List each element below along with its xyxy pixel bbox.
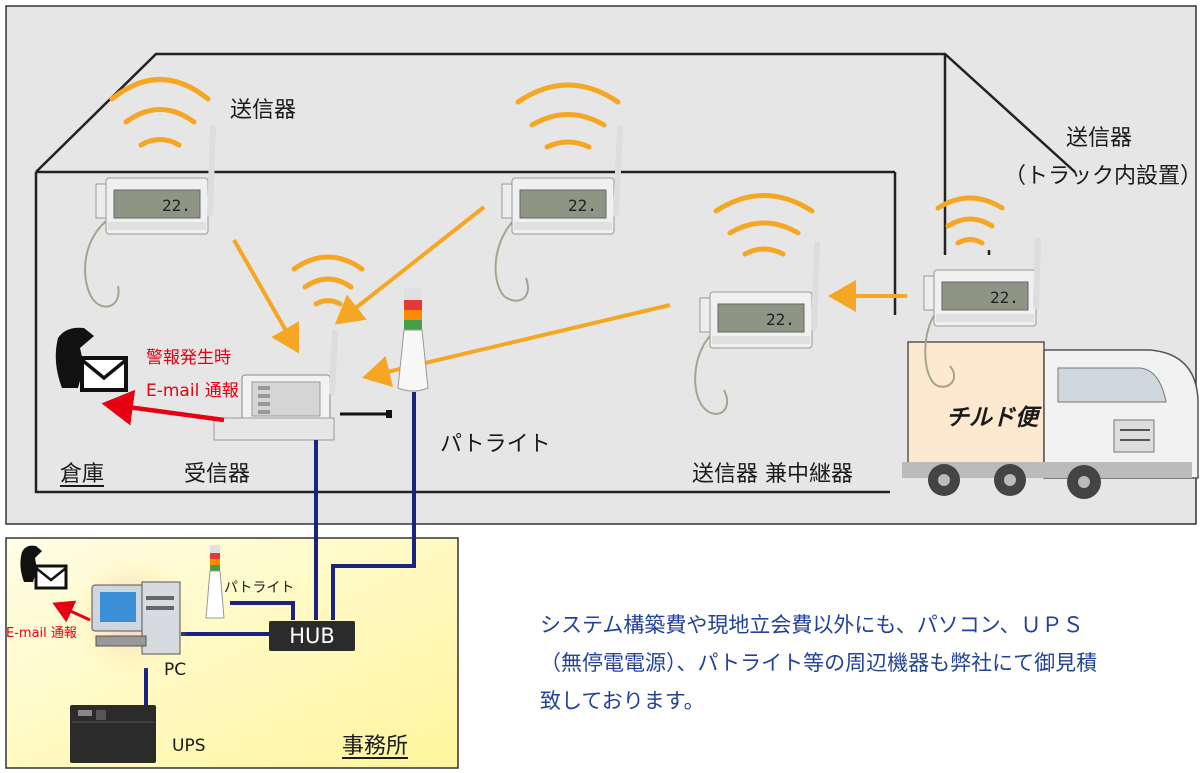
email-alert-arrow bbox=[101, 389, 225, 426]
wifi-icon-repeater bbox=[713, 193, 815, 257]
svg-text:22.: 22. bbox=[162, 196, 191, 215]
label-patlite: パトライト bbox=[440, 432, 551, 457]
svg-text:22.: 22. bbox=[568, 196, 597, 215]
ups-device bbox=[70, 705, 156, 763]
transmitter-truck: 22. bbox=[923, 237, 1041, 388]
wifi-icon-tx2 bbox=[515, 82, 621, 150]
note-line-2: （無停電電源）、パトライト等の周辺機器も弊社にて御見積 bbox=[540, 651, 1098, 675]
email-alert-arrow-office bbox=[52, 600, 91, 623]
label-pc: PC bbox=[164, 660, 187, 680]
receiver-device bbox=[213, 330, 338, 441]
wifi-icons bbox=[109, 77, 1005, 307]
label-repeater: 送信器 兼中継器 bbox=[692, 462, 853, 487]
note-line-1: システム構築費や現地立会費以外にも、パソコン、ＵＰＳ bbox=[540, 613, 1084, 637]
label-office: 事務所 bbox=[342, 734, 409, 759]
label-warehouse: 倉庫 bbox=[60, 462, 105, 487]
hub-device: HUB bbox=[269, 621, 355, 651]
transmitter-2: 22. bbox=[494, 125, 623, 302]
label-transmitter-truck: 送信器 bbox=[1066, 126, 1133, 151]
label-alarm-email: E-mail 通報 bbox=[146, 381, 239, 401]
label-email-office: E-mail 通報 bbox=[6, 626, 77, 641]
label-transmitter-truck-note: （トラック内設置） bbox=[1004, 164, 1203, 189]
patlite-main bbox=[397, 288, 429, 392]
network-cables bbox=[144, 392, 416, 706]
label-receiver: 受信器 bbox=[184, 462, 251, 487]
transmitter-1: 22. bbox=[84, 125, 216, 308]
mail-phone-icon bbox=[55, 327, 128, 392]
note-text: システム構築費や現地立会費以外にも、パソコン、ＵＰＳ （無停電電源）、パトライト… bbox=[540, 606, 1160, 720]
label-transmitter: 送信器 bbox=[230, 98, 297, 123]
transmitter-repeater: 22. bbox=[694, 241, 820, 415]
label-ups: UPS bbox=[172, 736, 206, 756]
pc-device bbox=[91, 581, 181, 655]
svg-text:22.: 22. bbox=[990, 288, 1019, 307]
svg-text:22.: 22. bbox=[766, 310, 795, 329]
label-patlite-office: パトライト bbox=[224, 580, 295, 596]
wifi-icon-truck bbox=[935, 195, 1005, 246]
patlite-office bbox=[205, 545, 225, 619]
warehouse-building bbox=[34, 52, 1076, 494]
note-line-3: 致しております。 bbox=[540, 689, 705, 713]
truck bbox=[902, 341, 1199, 499]
wifi-icon-tx1 bbox=[109, 77, 211, 148]
label-truck: チルド便 bbox=[946, 405, 1038, 431]
arrow-tx1-to-receiver bbox=[232, 239, 299, 354]
label-alarm: 警報発生時 bbox=[146, 348, 231, 368]
mail-phone-icon-small bbox=[20, 545, 68, 590]
arrow-tx2-to-receiver bbox=[334, 205, 486, 325]
